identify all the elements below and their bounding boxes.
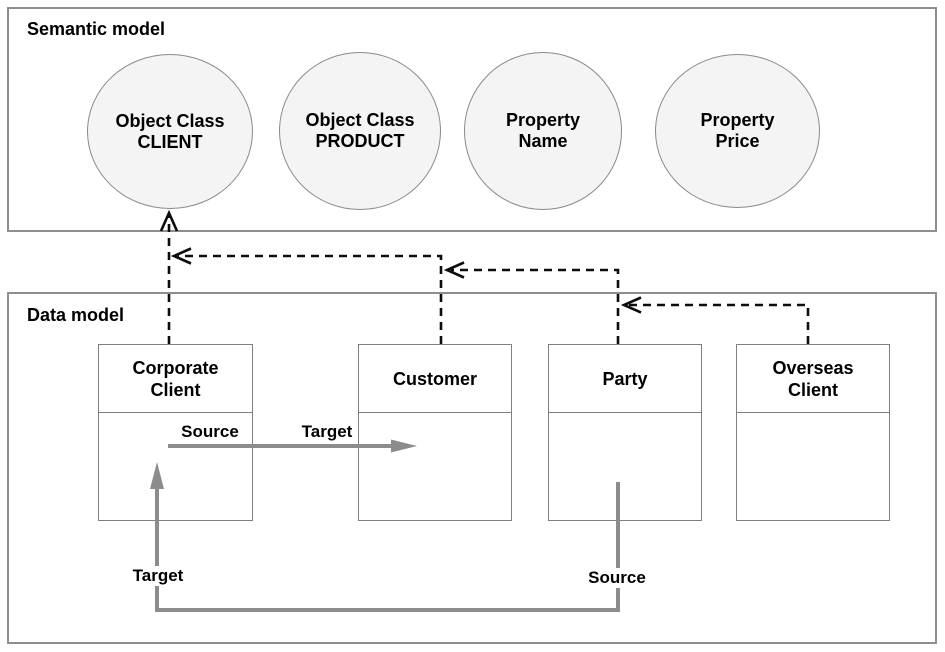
- entity-title-line: Party: [602, 368, 648, 389]
- entity-title: Overseas Client: [737, 345, 889, 413]
- entity-attributes-compartment: [549, 413, 701, 521]
- semantic-model-label: Semantic model: [27, 19, 166, 39]
- node-label-line: Object Class: [305, 110, 415, 130]
- source-label-bottom: Source: [584, 568, 650, 588]
- semantic-node-object-class-client: Object Class CLIENT: [87, 54, 253, 209]
- node-label-line: Name: [518, 131, 568, 151]
- target-label-bottom: Target: [128, 566, 188, 586]
- target-label-top: Target: [297, 422, 357, 442]
- entity-attributes-compartment: [737, 413, 889, 521]
- semantic-node-object-class-product: Object Class PRODUCT: [279, 52, 441, 210]
- open-arrowhead-left-icon: [170, 247, 192, 265]
- entity-title: Customer: [359, 345, 511, 413]
- entity-title-line: Overseas: [772, 357, 854, 378]
- entity-title-line: Customer: [392, 368, 477, 389]
- entity-title-line: Client: [150, 379, 201, 400]
- source-label-top: Source: [177, 422, 243, 442]
- entity-party: Party: [548, 344, 702, 521]
- node-label-line: CLIENT: [137, 131, 203, 152]
- open-arrowhead-left-icon: [443, 261, 465, 279]
- entity-title-line: Client: [787, 379, 838, 400]
- entity-overseas-client: Overseas Client: [736, 344, 890, 521]
- semantic-node-property-name: Property Name: [464, 52, 622, 210]
- node-label-line: Property: [700, 110, 775, 130]
- node-label-line: PRODUCT: [315, 131, 405, 151]
- node-label-line: Object Class: [115, 110, 225, 131]
- entity-attributes-compartment: [359, 413, 511, 521]
- entity-title-line: Corporate: [132, 357, 219, 378]
- entity-customer: Customer: [358, 344, 512, 521]
- data-model-label: Data model: [27, 305, 125, 325]
- node-label-line: Price: [715, 131, 760, 151]
- entity-title: Party: [549, 345, 701, 413]
- entity-title: Corporate Client: [99, 345, 252, 413]
- node-label-line: Property: [505, 110, 581, 130]
- semantic-node-property-price: Property Price: [655, 54, 820, 208]
